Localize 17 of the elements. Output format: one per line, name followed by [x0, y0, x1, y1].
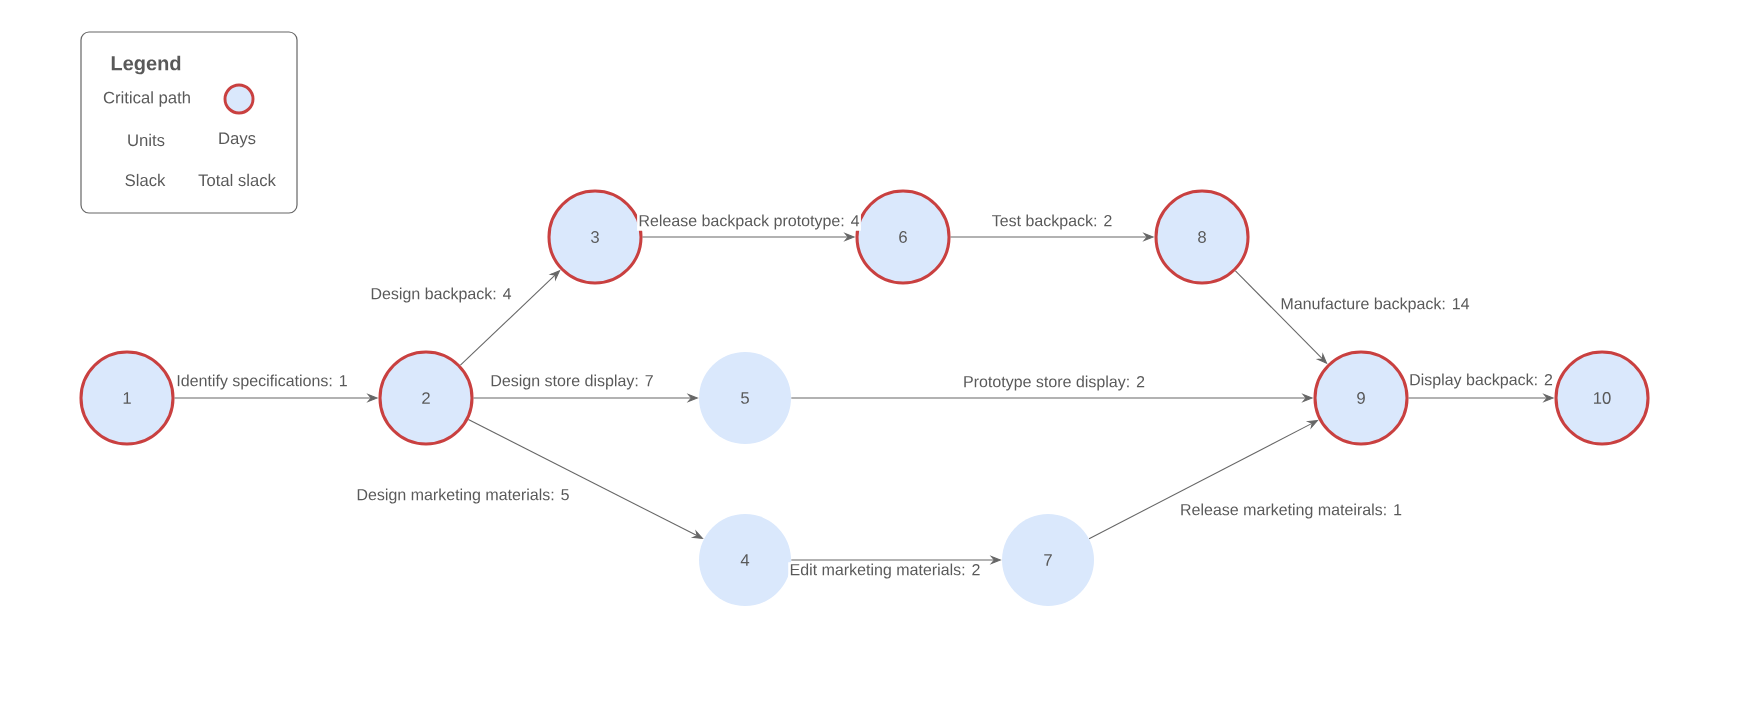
edge-label: Prototype store display: 2	[961, 374, 1147, 392]
edge-label: Test backpack: 2	[990, 213, 1114, 231]
legend-title: Legend	[111, 55, 181, 75]
edge-label: Display backpack: 2	[1407, 372, 1555, 390]
table-text: Days	[219, 132, 256, 148]
legend-label: Critical path	[103, 91, 190, 107]
table-text: Units	[128, 133, 165, 147]
edge-label: Design backpack: 4	[369, 286, 513, 304]
edge-label: Manufacture backpack: 14	[1279, 296, 1471, 314]
edge-label: Identify specifications: 1	[175, 373, 349, 391]
table-text: Total slack	[198, 173, 276, 187]
edge-label: Release marketing mateirals: 1	[1178, 502, 1404, 520]
edge-label: Design store display: 7	[489, 373, 655, 391]
edge-label: Design marketing materials: 5	[355, 487, 571, 505]
edge-label: Release backpack prototype: 4	[637, 213, 861, 231]
table-text: Slack	[125, 173, 166, 187]
edge-label: Edit marketing materials: 2	[788, 562, 982, 580]
